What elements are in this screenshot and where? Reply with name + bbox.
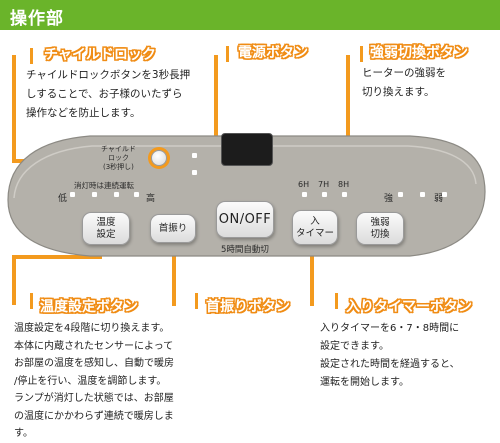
power-connector xyxy=(214,55,218,205)
child-lock-tick xyxy=(30,48,33,64)
strength-button[interactable]: 強弱 切換 xyxy=(356,212,404,245)
indicator-lamp xyxy=(114,192,119,197)
indicator-lamp xyxy=(134,192,139,197)
indicator-lamp xyxy=(420,192,425,197)
continuous-operation-label: 消灯時は連続運転 xyxy=(74,181,134,190)
swing-connector xyxy=(172,243,176,306)
child-lock-connector xyxy=(12,55,16,163)
led-display xyxy=(221,133,273,166)
timer-8h-label: 8H xyxy=(338,180,350,189)
strength-tick xyxy=(360,46,363,62)
child-lock-description: チャイルドロックボタンを3秒長押 しすることで、お子様のいたずら 操作などを防止… xyxy=(26,69,191,119)
indicator-lamp xyxy=(342,192,347,197)
swing-heading: 首振りボタン xyxy=(206,299,290,315)
timer-connector xyxy=(310,250,314,306)
swing-button[interactable]: 首振り xyxy=(150,214,196,243)
power-heading: 電源ボタン xyxy=(238,45,308,61)
timer-button[interactable]: 入 タイマー xyxy=(292,210,338,245)
temperature-tick xyxy=(30,293,33,309)
indicator-lamp xyxy=(70,192,75,197)
indicator-lamp xyxy=(92,192,97,197)
indicator-lamp xyxy=(398,192,403,197)
indicator-lamp xyxy=(192,170,197,175)
timer-tick xyxy=(335,293,338,309)
child-lock-heading: チャイルドロック xyxy=(44,47,156,63)
strength-description: ヒーターの強弱を 切り換えます。 xyxy=(362,67,446,98)
child-lock-label: チャイルド ロック (3秒押し) xyxy=(101,145,136,171)
low-label: 低 xyxy=(58,194,68,204)
indicator-lamp xyxy=(302,192,307,197)
power-button[interactable]: ON/OFF xyxy=(216,201,274,238)
auto-off-caption: 5時間自動切 xyxy=(221,245,269,255)
section-header: 操作部 xyxy=(0,0,500,30)
section-title: 操作部 xyxy=(10,9,64,29)
strength-connector xyxy=(346,55,350,195)
child-lock-button[interactable] xyxy=(151,150,167,166)
power-tick xyxy=(226,46,229,62)
timer-7h-label: 7H xyxy=(318,180,330,189)
indicator-lamp xyxy=(192,153,197,158)
temperature-description: 温度設定を4段階に切り換えます。 本体に内蔵されたセンサーによって お部屋の温度… xyxy=(14,323,174,439)
timer-6h-label: 6H xyxy=(298,180,310,189)
strong-label: 強 xyxy=(384,194,394,204)
timer-heading: 入りタイマーボタン xyxy=(346,299,472,315)
strength-heading: 強弱切換ボタン xyxy=(370,45,468,61)
weak-label: 弱 xyxy=(434,194,444,204)
high-label: 高 xyxy=(146,194,156,204)
temperature-button[interactable]: 温度 設定 xyxy=(82,212,130,245)
swing-tick xyxy=(195,293,198,309)
temperature-heading: 温度設定ボタン xyxy=(40,299,138,315)
indicator-lamp xyxy=(442,192,447,197)
temperature-connector xyxy=(12,255,16,305)
timer-description: 入りタイマーを6・7・8時間に 設定できます。 設定された時間を経過すると、 運… xyxy=(320,323,460,388)
indicator-lamp xyxy=(322,192,327,197)
temperature-connector xyxy=(12,255,102,259)
